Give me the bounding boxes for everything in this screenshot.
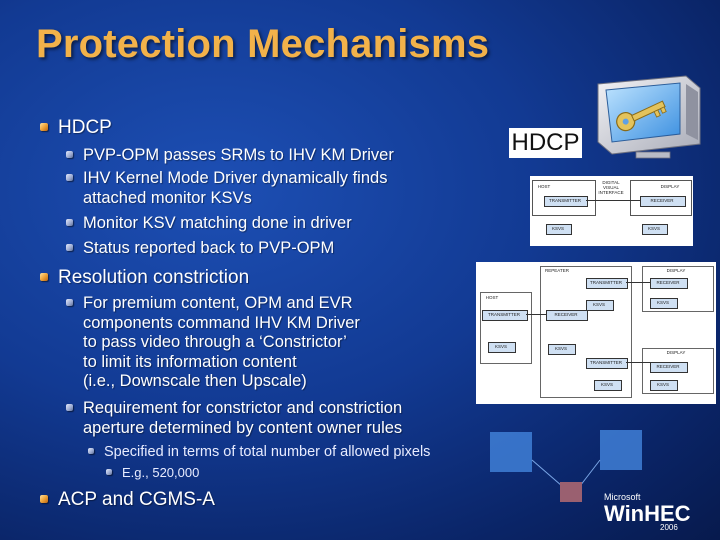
winhec-logo: Microsoft WinHEC 2006 [604, 492, 691, 532]
diagram-label: TRANSMITTER [590, 280, 622, 285]
diagram-label: KSVS [554, 346, 567, 351]
diagram-label: DISPLAY [660, 184, 680, 189]
slide-title: Protection Mechanisms [36, 22, 490, 66]
diagram-label: KSVS [494, 344, 507, 349]
hdcp-topology-diagram: HOST TRANSMITTER DIGITAL VISUAL INTERFAC… [530, 176, 693, 246]
bullet-hdcp: HDCP [40, 117, 112, 139]
svg-text:WinHEC: WinHEC [604, 501, 691, 526]
diagram-label: TRANSMITTER [488, 312, 520, 317]
bullet-hdcp-item-2: IHV Kernel Mode Driver dynamically finds… [66, 169, 387, 208]
repeater-topology-diagram: REPEATER DISPLAY DISPLAY HOST TRANSMITTE… [476, 262, 716, 404]
bullet-icon [66, 299, 73, 306]
bullet-resolution-item-1: For premium content, OPM and EVR compone… [66, 294, 360, 392]
diagram-label: HOST [537, 184, 551, 189]
bullet-resolution-item-2: Requirement for constrictor and constric… [66, 399, 402, 438]
bullet-icon [66, 174, 73, 181]
bullet-acp: ACP and CGMS-A [40, 489, 215, 511]
bullet-resolution-subsub: E.g., 520,000 [106, 465, 199, 480]
bullet-icon [40, 123, 48, 131]
diagram-label: KSVS [656, 382, 669, 387]
bullet-text: IHV Kernel Mode Driver dynamically finds… [83, 169, 388, 207]
bullet-text: Monitor KSV matching done in driver [83, 214, 352, 232]
bullet-resolution-label: Resolution constriction [58, 267, 250, 288]
diagram-label: RECEIVER [650, 198, 674, 203]
hdcp-label: HDCP [509, 128, 582, 158]
diagram-label: TRANSMITTER [549, 198, 581, 203]
diagram-label: REPEATER [545, 268, 569, 273]
svg-text:Microsoft: Microsoft [604, 492, 641, 502]
diagram-label: TRANSMITTER [590, 360, 622, 365]
diagram-label: KSVS [600, 382, 613, 387]
bullet-hdcp-item-1: PVP-OPM passes SRMs to IHV KM Driver [66, 146, 394, 166]
monitor-key-icon [597, 75, 701, 159]
diagram-label: RECEIVER [656, 280, 680, 285]
diagram-label: KSVS [551, 226, 564, 231]
bullet-text: Status reported back to PVP-OPM [83, 239, 335, 257]
bullet-text: PVP-OPM passes SRMs to IHV KM Driver [83, 146, 394, 164]
diagram-label: KSVS [592, 302, 605, 307]
diagram-label: RECEIVER [656, 364, 680, 369]
diagram-label: DISPLAY [666, 268, 686, 273]
bullet-icon [66, 404, 73, 411]
bullet-icon [106, 469, 112, 475]
bullet-resolution-sub: Specified in terms of total number of al… [88, 444, 430, 460]
diagram-label: HOST [485, 295, 499, 300]
diagram-label: KSVS [656, 300, 669, 305]
bullet-hdcp-item-3: Monitor KSV matching done in driver [66, 214, 352, 234]
diagram-label: DIGITAL VISUAL INTERFACE [598, 180, 624, 195]
bullet-icon [40, 495, 48, 503]
bullet-text: Requirement for constrictor and constric… [83, 399, 403, 437]
bullet-resolution: Resolution constriction [40, 267, 249, 289]
bullet-icon [88, 448, 94, 454]
diagram-label: RECEIVER [554, 312, 578, 317]
bullet-acp-label: ACP and CGMS-A [58, 489, 215, 510]
bullet-icon [66, 244, 73, 251]
bullet-hdcp-label: HDCP [58, 117, 112, 138]
decorative-squares [490, 430, 642, 502]
bullet-text: E.g., 520,000 [122, 465, 200, 480]
bullet-icon [40, 273, 48, 281]
diagram-label: KSVS [647, 226, 660, 231]
bullet-text: Specified in terms of total number of al… [104, 444, 431, 460]
bullet-icon [66, 151, 73, 158]
bullet-text: For premium content, OPM and EVR compone… [83, 294, 360, 390]
bullet-hdcp-item-4: Status reported back to PVP-OPM [66, 239, 334, 259]
svg-text:2006: 2006 [660, 523, 678, 532]
bullet-icon [66, 219, 73, 226]
diagram-label: DISPLAY [666, 350, 686, 355]
